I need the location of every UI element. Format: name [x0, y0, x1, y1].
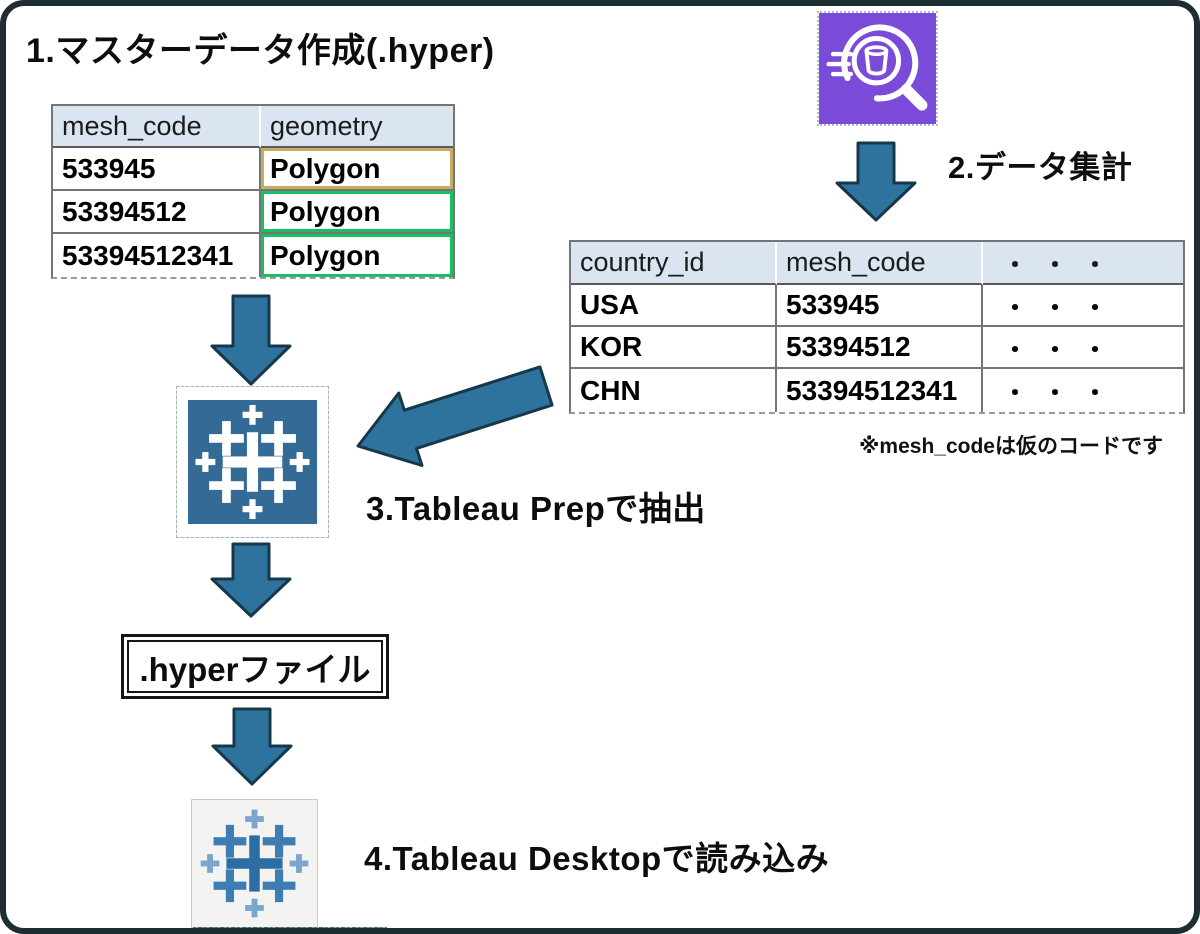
step2-title: 2.データ集計: [948, 150, 1133, 185]
arrow-down-icon: [211, 707, 293, 786]
hyper-file-label: .hyperファイル: [139, 650, 371, 688]
master-table: mesh_code geometry 533945 Polygon 533945…: [51, 104, 455, 279]
column-header: country_id: [571, 242, 777, 285]
arrow-down-icon: [835, 141, 917, 222]
arrow-down-icon: [210, 542, 292, 618]
cell-more: ・・・: [983, 327, 1183, 369]
tableau-prep-icon: [176, 386, 329, 538]
hyper-file-box: .hyperファイル: [121, 634, 389, 699]
hyper-file-box-inner-border: [127, 640, 383, 693]
cell-geometry: Polygon: [261, 148, 453, 191]
column-header: ・・・: [983, 242, 1183, 285]
cell-country-id: CHN: [571, 369, 777, 412]
column-header: mesh_code: [53, 106, 261, 148]
mesh-code-note: ※mesh_codeは仮のコードです: [859, 435, 1163, 458]
cell-more: ・・・: [983, 285, 1183, 327]
arrow-left-diagonal-icon: [356, 365, 554, 467]
cell-mesh-code: 533945: [777, 285, 983, 327]
athena-icon: [817, 11, 938, 126]
arrow-down-icon: [210, 294, 292, 386]
cell-country-id: USA: [571, 285, 777, 327]
cell-mesh-code: 53394512: [53, 191, 261, 234]
cell-country-id: KOR: [571, 327, 777, 369]
cell-geometry: Polygon: [261, 191, 453, 234]
cell-more: ・・・: [1003, 380, 1123, 407]
cell-mesh-code: 53394512: [777, 327, 983, 369]
cell-mesh-code: 533945: [53, 148, 261, 191]
step1-title: 1.マスターデータ作成(.hyper): [26, 32, 495, 70]
column-header: geometry: [261, 106, 453, 148]
cell-mesh-code: 53394512341: [53, 234, 261, 277]
step3-title: 3.Tableau Prepで抽出: [366, 490, 706, 527]
tableau-logo: [188, 400, 317, 524]
aggregate-table: country_id mesh_code ・・・ USA 533945 ・・・ …: [569, 240, 1185, 414]
column-header: mesh_code: [777, 242, 983, 285]
cell-mesh-code: 53394512341: [777, 369, 983, 412]
step4-title: 4.Tableau Desktopで読み込み: [364, 840, 830, 877]
tableau-desktop-icon: [191, 799, 318, 928]
cell-geometry: Polygon: [261, 234, 453, 277]
edge-artifact: [193, 927, 387, 928]
